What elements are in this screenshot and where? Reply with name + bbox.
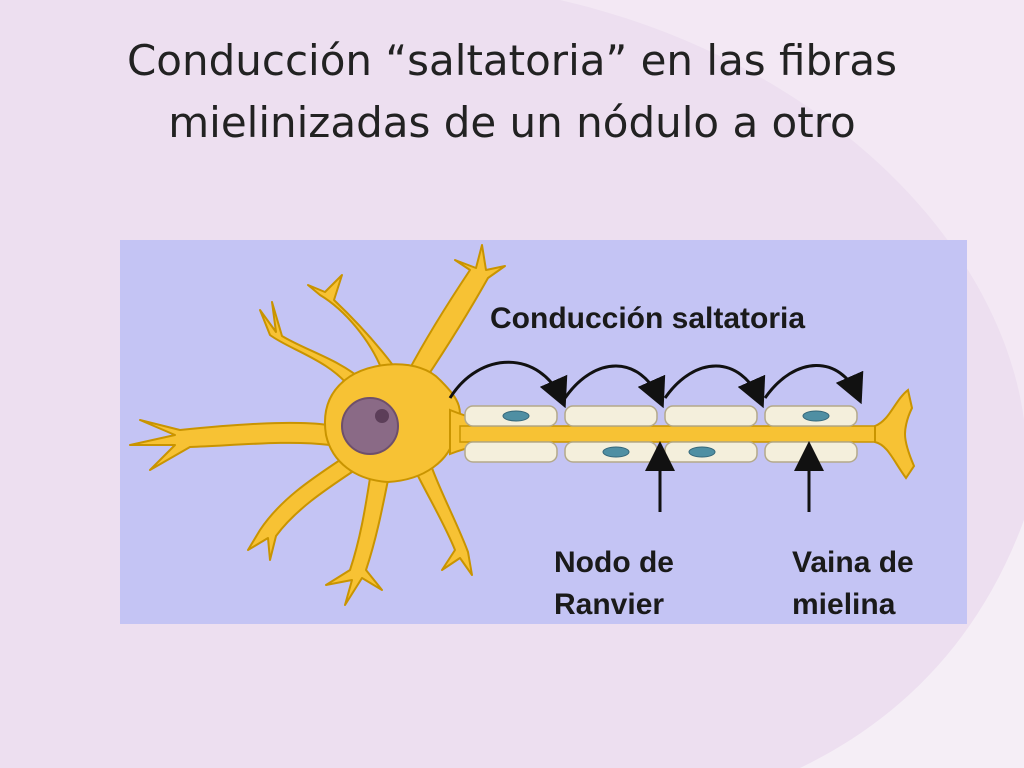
schwann-nuclei — [502, 410, 830, 458]
schwann-nucleus — [802, 410, 830, 422]
myelin-segment — [764, 441, 858, 463]
jump-arrow — [663, 364, 766, 409]
saltatory-arrows — [448, 360, 864, 409]
conduction-label: Conducción saltatoria — [490, 302, 806, 335]
axon — [459, 425, 881, 443]
slide-title-line-1: Conducción “saltatoria” en las fibras — [126, 36, 898, 85]
slide-title-line-2: mielinizadas de un nódulo a otro — [168, 98, 856, 147]
jump-arrow — [763, 364, 864, 405]
sheath-label-line-1: Vaina de — [792, 546, 914, 579]
node-label-line-2: Ranvier — [554, 588, 665, 621]
node-label-line-1: Nodo de — [554, 546, 674, 579]
axon-terminal — [874, 388, 916, 480]
sheath-label-line-2: mielina — [792, 588, 896, 621]
node-of-ranvier-label: Nodo de Ranvier — [554, 542, 674, 624]
myelin-segment — [664, 405, 758, 427]
myelin-segment — [564, 405, 658, 427]
nucleus — [341, 397, 399, 455]
myelin-segment — [464, 441, 558, 463]
neuron-diagram: Conducción saltatoria Nodo de Ranvier Va… — [120, 240, 967, 624]
neuron-illustration — [129, 244, 916, 606]
nucleolus — [375, 409, 389, 423]
dendrites — [129, 244, 506, 606]
myelin-sheath-label: Vaina de mielina — [792, 542, 914, 624]
schwann-nucleus — [502, 410, 530, 422]
jump-arrow — [448, 360, 568, 409]
jump-arrow — [563, 364, 666, 409]
myelin-sheath — [464, 405, 858, 463]
schwann-nucleus — [602, 446, 630, 458]
slide-title: Conducción “saltatoria” en las fibras mi… — [40, 30, 984, 154]
schwann-nucleus — [688, 446, 716, 458]
